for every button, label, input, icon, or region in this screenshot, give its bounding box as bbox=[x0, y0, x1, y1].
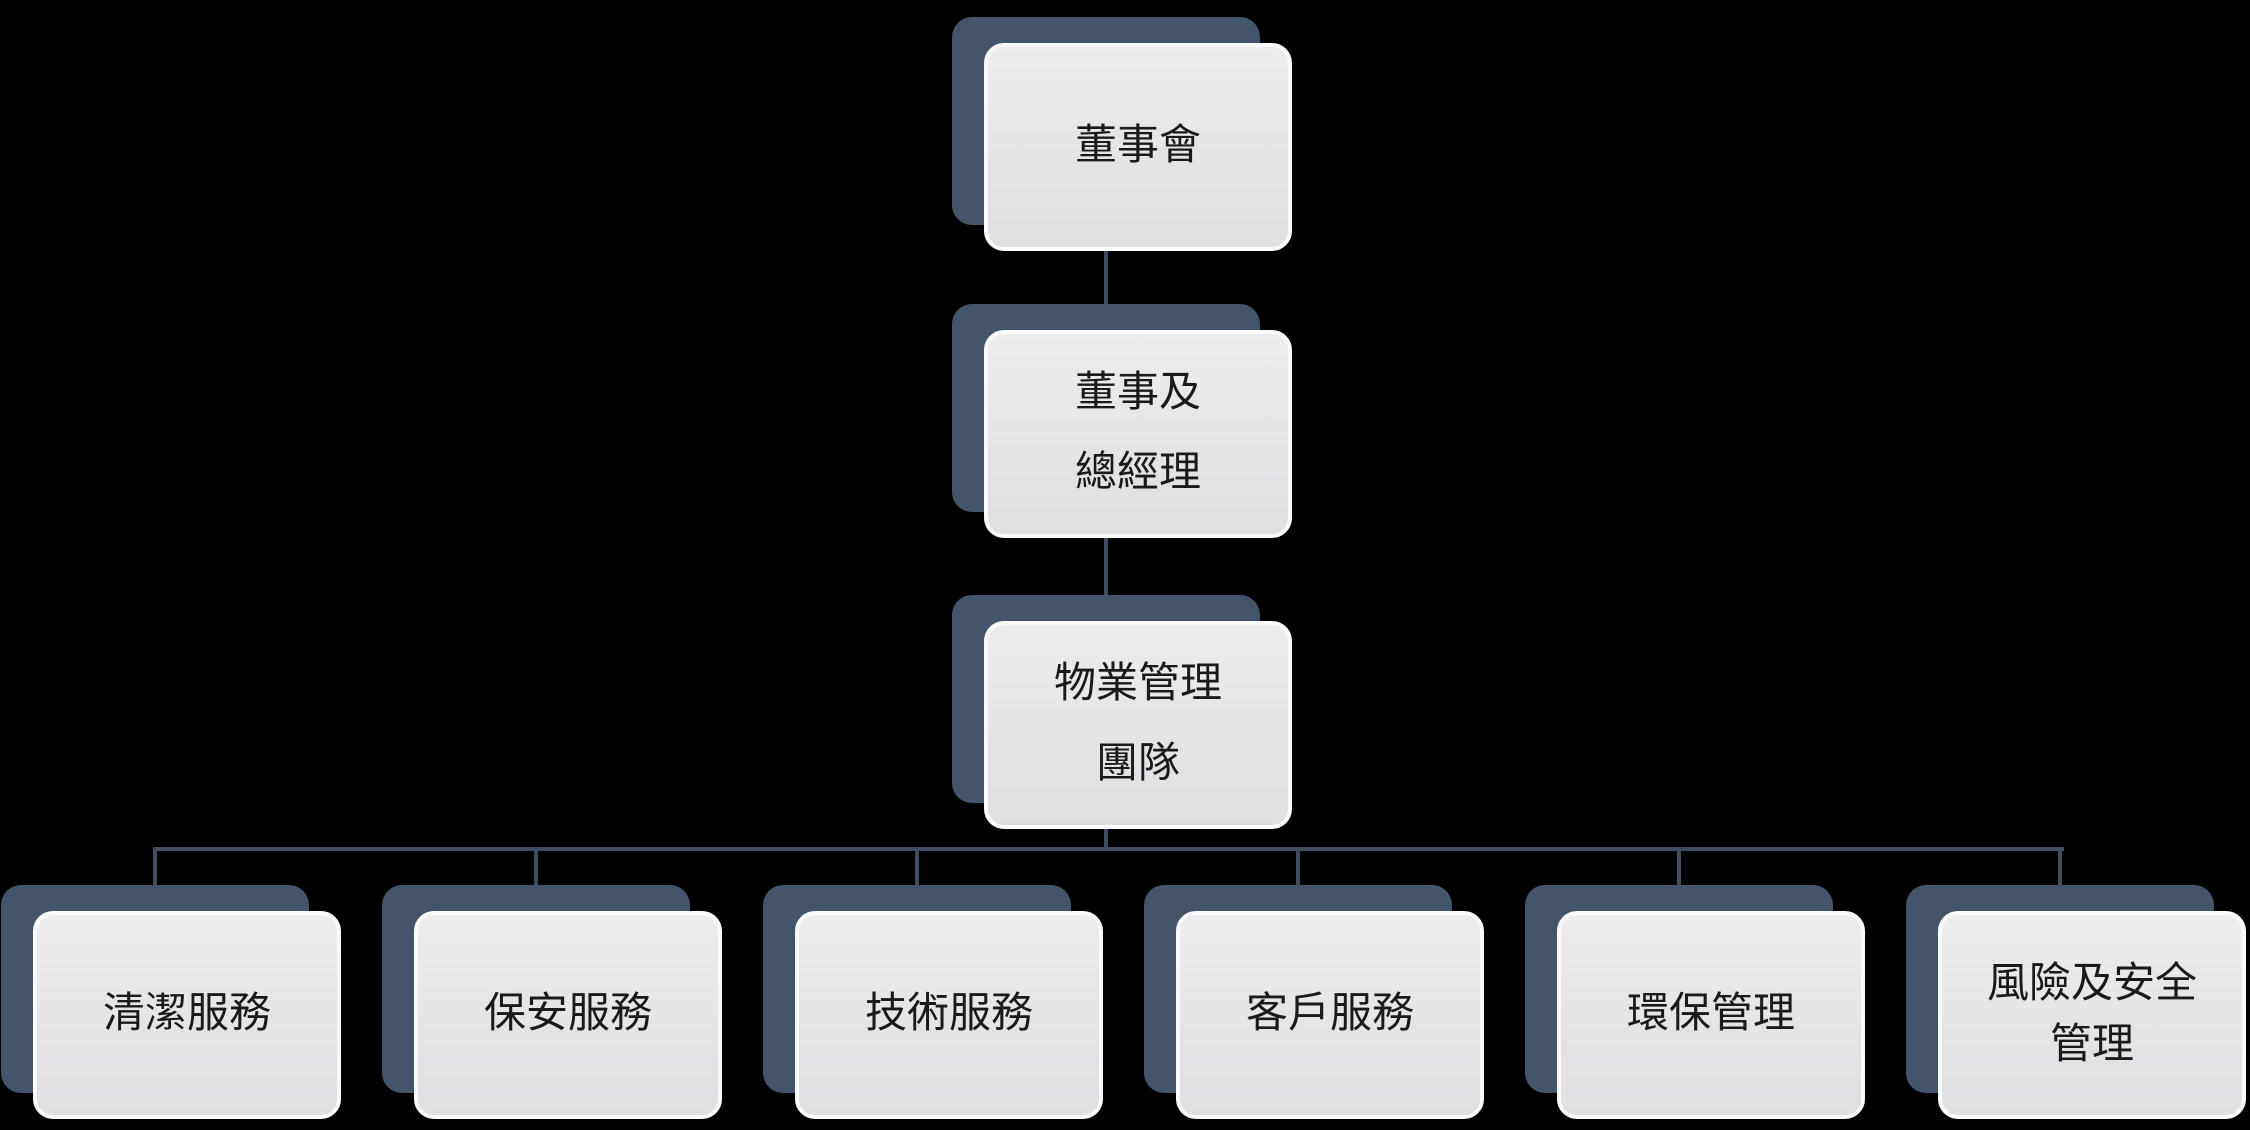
connector-board-to-director bbox=[1104, 245, 1108, 310]
node-environmental-box: 環保管理 bbox=[1557, 911, 1865, 1119]
node-director-gm: 董事及 總經理 bbox=[952, 304, 1292, 538]
connector-stub-environmental bbox=[1677, 847, 1681, 889]
connector-stub-risk-safety bbox=[2058, 847, 2062, 889]
connector-stub-technical bbox=[915, 847, 919, 889]
node-customer-box: 客戶服務 bbox=[1176, 911, 1484, 1119]
connector-pm-team-to-bus bbox=[1104, 818, 1108, 851]
node-security: 保安服務 bbox=[382, 885, 722, 1119]
node-cleaning-label: 清潔服務 bbox=[102, 991, 271, 1038]
node-environmental-label: 環保管理 bbox=[1626, 991, 1795, 1038]
node-pm-team-box: 物業管理 團隊 bbox=[984, 621, 1292, 829]
node-customer: 客戶服務 bbox=[1144, 885, 1484, 1119]
node-cleaning: 清潔服務 bbox=[1, 885, 341, 1119]
node-board: 董事會 bbox=[952, 17, 1292, 251]
node-risk-safety-box: 風險及安全 管理 bbox=[1938, 911, 2246, 1119]
node-board-label: 董事會 bbox=[1074, 123, 1201, 170]
node-risk-safety: 風險及安全 管理 bbox=[1906, 885, 2246, 1119]
node-technical-label: 技術服務 bbox=[864, 991, 1033, 1038]
connector-horizontal-bus bbox=[153, 847, 2064, 851]
node-security-label: 保安服務 bbox=[483, 991, 652, 1038]
node-technical: 技術服務 bbox=[763, 885, 1103, 1119]
node-pm-team: 物業管理 團隊 bbox=[952, 595, 1292, 829]
connector-director-to-pm-team bbox=[1104, 530, 1108, 600]
node-technical-box: 技術服務 bbox=[795, 911, 1103, 1119]
node-board-box: 董事會 bbox=[984, 43, 1292, 251]
node-security-box: 保安服務 bbox=[414, 911, 722, 1119]
node-director-gm-label: 董事及 總經理 bbox=[1074, 370, 1201, 496]
node-risk-safety-label: 風險及安全 管理 bbox=[1986, 961, 2197, 1068]
connector-stub-security bbox=[534, 847, 538, 889]
node-environmental: 環保管理 bbox=[1525, 885, 1865, 1119]
node-cleaning-box: 清潔服務 bbox=[33, 911, 341, 1119]
node-customer-label: 客戶服務 bbox=[1245, 991, 1414, 1038]
connector-stub-customer bbox=[1296, 847, 1300, 889]
node-pm-team-label: 物業管理 團隊 bbox=[1053, 661, 1222, 787]
node-director-gm-box: 董事及 總經理 bbox=[984, 330, 1292, 538]
connector-stub-cleaning bbox=[153, 847, 157, 889]
